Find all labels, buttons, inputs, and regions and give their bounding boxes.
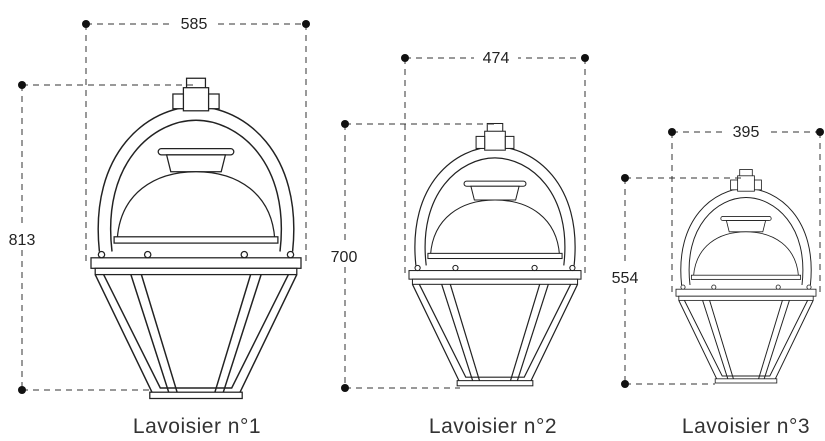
- lamp-2-caption: Lavoisier n°2: [429, 415, 557, 438]
- lamp-3-width-dimension: 395: [668, 120, 824, 292]
- lamp-3-width-label: 395: [733, 124, 760, 141]
- lamp-1-width-label: 585: [181, 16, 208, 33]
- lamp-1-height-label: 813: [9, 232, 36, 249]
- lamp-2-width-dimension: 474: [401, 46, 589, 274]
- lamp-3: 395 554 Lavoisier n°3: [603, 120, 824, 438]
- lamp-1: 585 813 Lavoisier n°1: [0, 12, 310, 438]
- lamp-1-drawing: [90, 77, 302, 400]
- lamp-1-caption: Lavoisier n°1: [133, 415, 261, 438]
- lamp-1-height-dimension: 813: [0, 81, 196, 394]
- lamp-2-height-label: 700: [331, 249, 358, 266]
- lamp-2-width-label: 474: [483, 50, 510, 67]
- lamp-1-width-dimension: 585: [82, 12, 310, 262]
- lamp-3-height-label: 554: [612, 270, 639, 287]
- lamp-3-caption: Lavoisier n°3: [682, 415, 810, 438]
- lamp-2: 474 700 Lavoisier n°2: [322, 46, 589, 438]
- lamp-3-drawing: [675, 169, 817, 384]
- lamp-2-height-dimension: 700: [322, 120, 495, 392]
- lamp-3-height-dimension: 554: [603, 174, 746, 388]
- lamp-2-drawing: [408, 122, 582, 387]
